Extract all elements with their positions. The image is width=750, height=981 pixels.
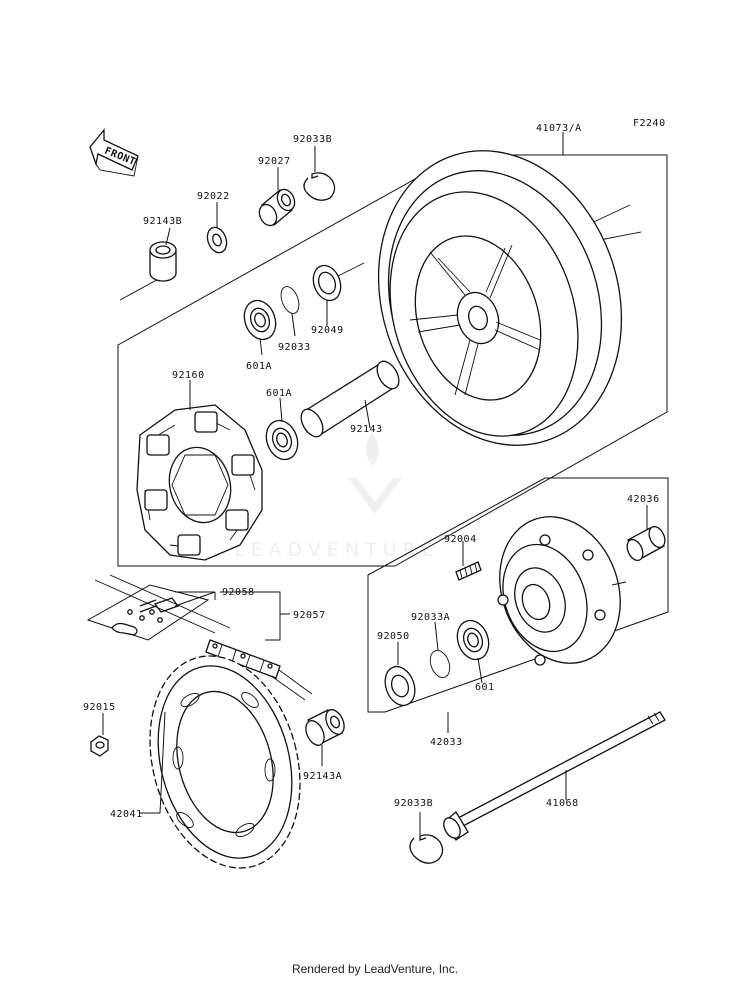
label-92058: 92058 xyxy=(222,587,255,598)
label-92143: 92143 xyxy=(350,424,383,435)
label-41073A: 41073/A xyxy=(536,123,582,134)
damper-92160 xyxy=(136,404,263,561)
bearing-601A-mid xyxy=(265,419,299,461)
label-92033B-top: 92033B xyxy=(293,134,332,145)
label-601A-mid: 601A xyxy=(266,388,292,399)
footer-credit: Rendered by LeadVenture, Inc. xyxy=(291,962,459,976)
label-92033: 92033 xyxy=(278,342,311,353)
spacer-92143B xyxy=(149,241,177,282)
label-42036: 42036 xyxy=(627,494,660,505)
callout-labels: 41073/A 92033B 92027 92022 92143B 92049 … xyxy=(83,123,660,820)
spacer-92143A xyxy=(305,709,345,746)
label-92143B: 92143B xyxy=(143,216,182,227)
label-92033A: 92033A xyxy=(411,612,450,623)
circlip-92033 xyxy=(280,286,300,314)
circlip-92033A xyxy=(429,650,451,678)
drive-chain-92057 xyxy=(94,574,313,701)
oil-seal-92049 xyxy=(312,264,342,302)
front-arrow-icon: FRONT xyxy=(89,128,139,177)
label-92022: 92022 xyxy=(197,191,230,202)
washer-92022 xyxy=(206,226,228,254)
stud-92004 xyxy=(455,561,482,581)
circlip-92033B-top xyxy=(303,172,336,201)
collar-42036 xyxy=(626,525,666,562)
label-42041: 42041 xyxy=(110,809,143,820)
label-42033: 42033 xyxy=(430,737,463,748)
label-92033B-bottom: 92033B xyxy=(394,798,433,809)
watermark-text: LEADVENTURE xyxy=(234,539,440,561)
label-41068: 41068 xyxy=(546,798,579,809)
label-92004: 92004 xyxy=(444,534,477,545)
oil-seal-92050 xyxy=(384,665,416,707)
bearing-601A-top xyxy=(243,299,277,341)
sleeve-92143 xyxy=(300,360,400,438)
circlip-92033B-bottom xyxy=(409,834,444,864)
figure-code: F2240 xyxy=(633,118,666,129)
nut-92015 xyxy=(90,735,109,757)
hub-42033 xyxy=(497,516,627,666)
label-92027: 92027 xyxy=(258,156,291,167)
label-601: 601 xyxy=(475,682,495,693)
axle-41068 xyxy=(443,711,666,841)
label-92049: 92049 xyxy=(311,325,344,336)
label-92050: 92050 xyxy=(377,631,410,642)
hub-assembly-panel xyxy=(367,477,669,713)
rear-wheel-41073A xyxy=(377,150,623,446)
collar-92027 xyxy=(258,188,296,227)
leader-lines xyxy=(102,132,648,835)
chain-joint-92058 xyxy=(86,584,210,641)
label-92057: 92057 xyxy=(293,610,326,621)
label-92160: 92160 xyxy=(172,370,205,381)
label-601A-top: 601A xyxy=(246,361,272,372)
label-92143A: 92143A xyxy=(303,771,342,782)
label-92015: 92015 xyxy=(83,702,116,713)
bearing-601 xyxy=(456,619,490,661)
sprocket-42041 xyxy=(149,655,301,869)
leadventure-watermark: LEADVENTURE xyxy=(234,432,440,561)
